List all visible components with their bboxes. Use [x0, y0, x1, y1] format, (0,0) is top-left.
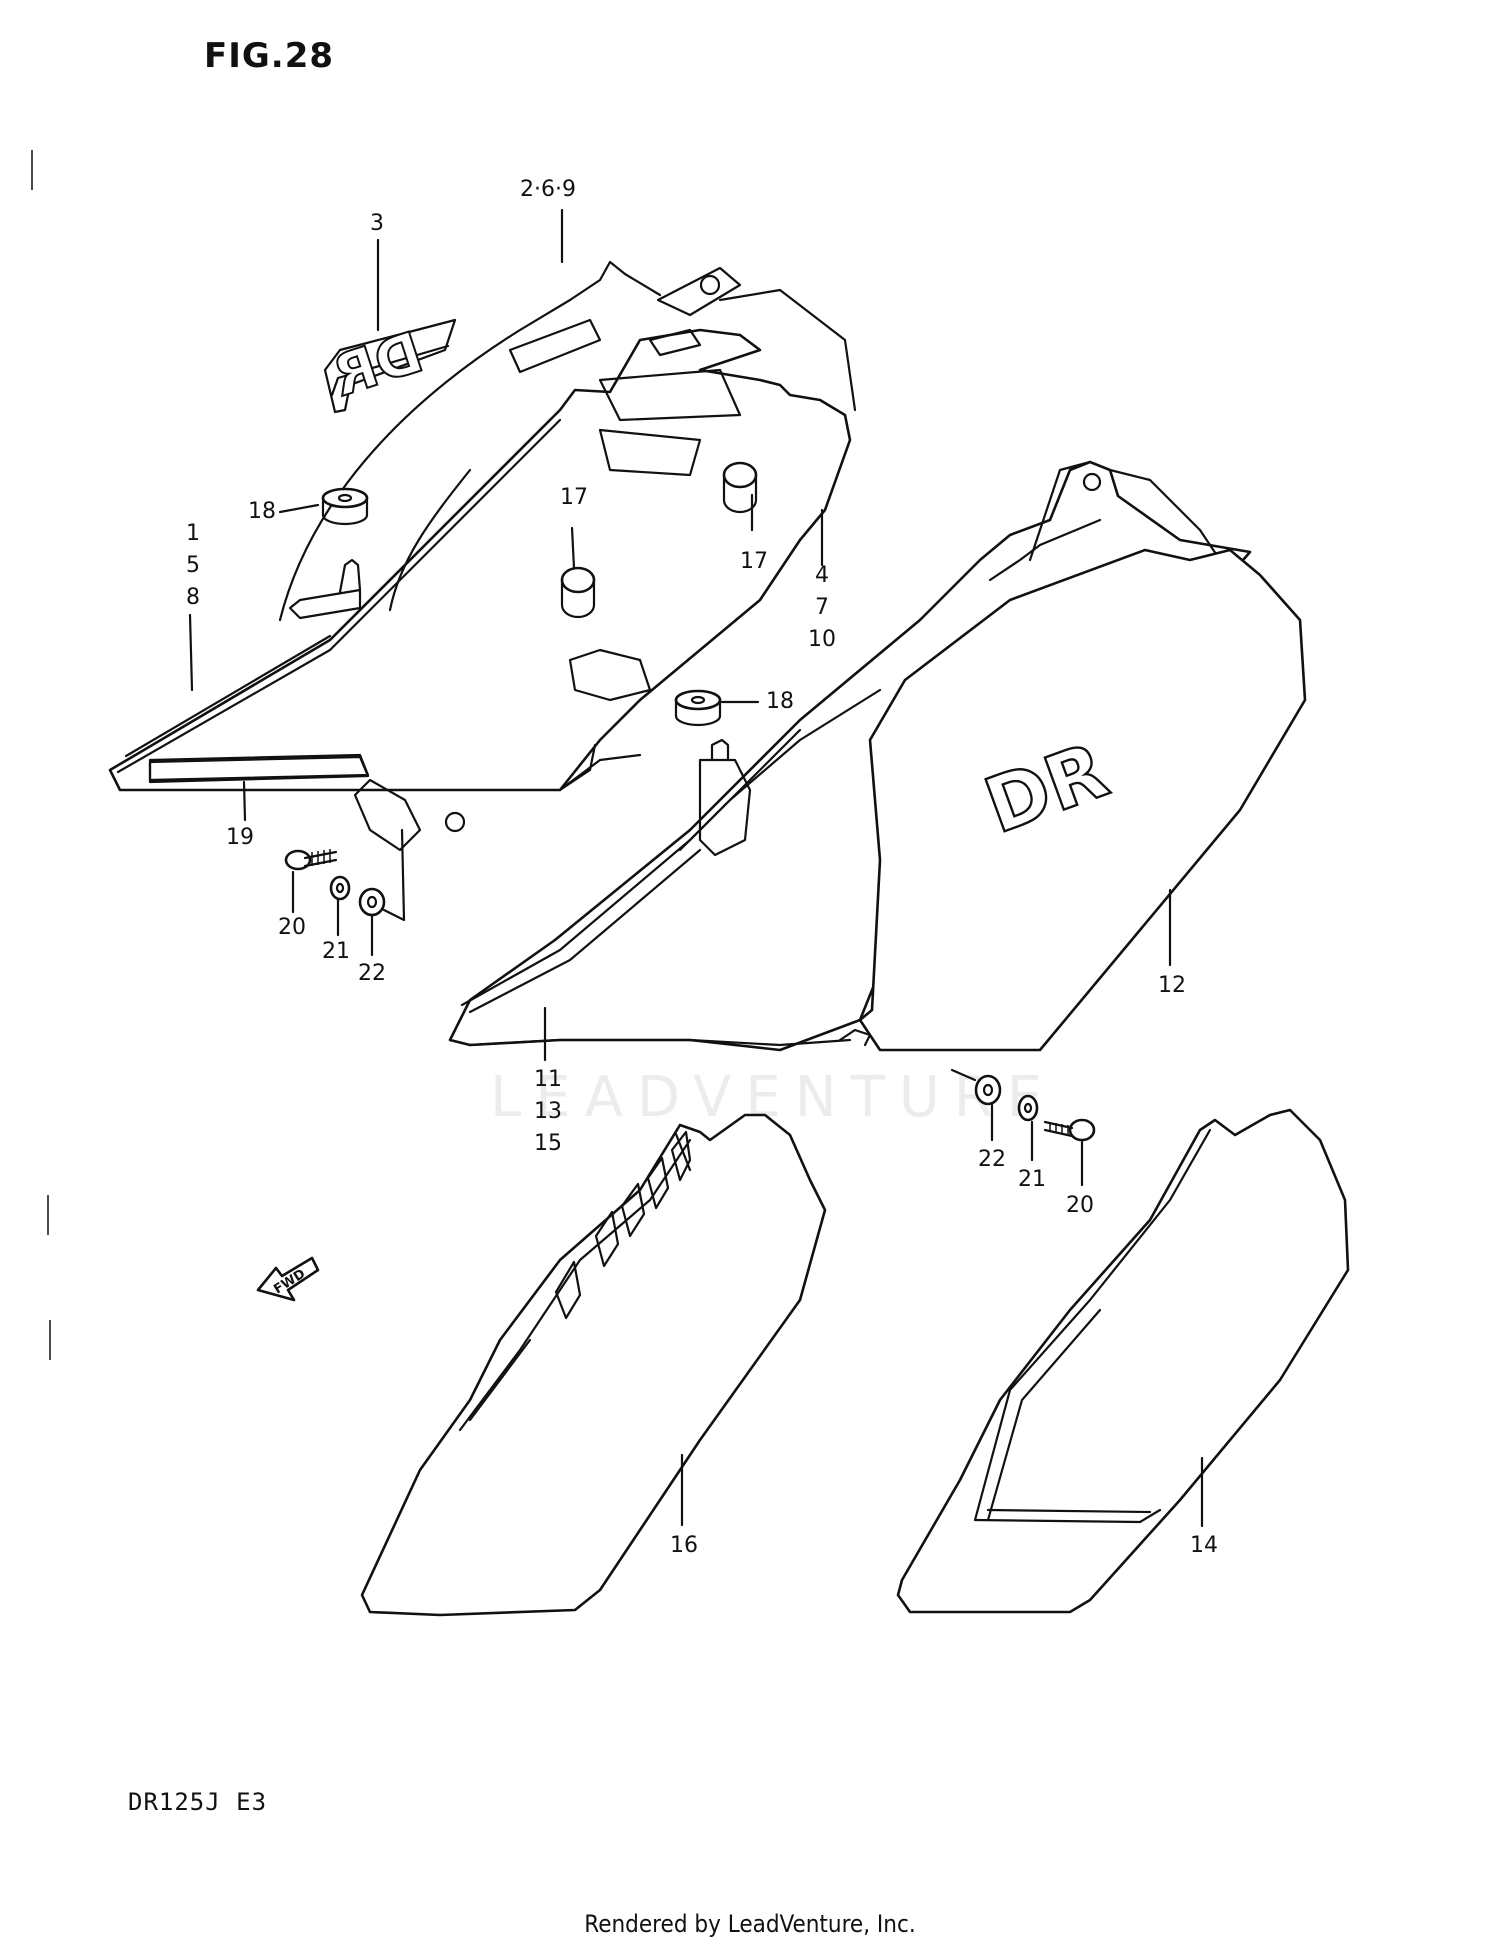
- frame-cover-left-part[interactable]: [108, 260, 857, 852]
- callout-1: 1: [186, 521, 200, 546]
- callout-22-left: 22: [358, 961, 386, 986]
- callout-17-right: 17: [740, 549, 768, 574]
- side-cover-part-14[interactable]: [896, 1108, 1350, 1614]
- callout-13: 13: [534, 1099, 562, 1124]
- leader-lines: [188, 208, 1204, 1528]
- footer-credit: Rendered by LeadVenture, Inc.: [584, 1910, 916, 1938]
- callout-labels: 2·6·9 3 1 5 8 18 17 17 4 7 10 18 19 20 2…: [186, 177, 1218, 1558]
- grommet-18-lower[interactable]: [674, 689, 722, 727]
- callout-10: 10: [808, 627, 836, 652]
- callout-3: 3: [370, 211, 384, 236]
- callout-20-right: 20: [1066, 1193, 1094, 1218]
- washer-22-right[interactable]: [974, 1074, 1002, 1106]
- callout-4: 4: [815, 563, 829, 588]
- washer-21-right[interactable]: [1017, 1094, 1039, 1122]
- fwd-arrow-icon: FWD: [256, 1256, 320, 1302]
- callout-19: 19: [226, 825, 254, 850]
- bolt-20-left[interactable]: [284, 849, 338, 871]
- callout-5: 5: [186, 553, 200, 578]
- decal-dr-part-3[interactable]: DR: [323, 318, 457, 414]
- callout-2-6-9: 2·6·9: [520, 177, 576, 202]
- margin-marks: [31, 150, 51, 1360]
- callout-21-right: 21: [1018, 1167, 1046, 1192]
- callout-18-upper: 18: [248, 499, 276, 524]
- callout-21-left: 21: [322, 939, 350, 964]
- washer-22-left[interactable]: [358, 887, 386, 917]
- washer-21-left[interactable]: [329, 875, 351, 901]
- grommet-17-left[interactable]: [560, 566, 596, 619]
- model-code: DR125J E3: [128, 1788, 268, 1816]
- callout-7: 7: [815, 595, 829, 620]
- callout-22-right: 22: [978, 1147, 1006, 1172]
- bolt-20-right[interactable]: [1043, 1118, 1096, 1142]
- callout-17-left: 17: [560, 485, 588, 510]
- grommet-18-upper[interactable]: [321, 487, 369, 526]
- side-decal-part-12[interactable]: DR: [858, 548, 1307, 1052]
- callout-11: 11: [534, 1067, 562, 1092]
- callout-18-lower: 18: [766, 689, 794, 714]
- callout-14: 14: [1190, 1533, 1218, 1558]
- reflector-part-19[interactable]: [148, 755, 370, 784]
- decal-3-text: DR: [325, 320, 430, 410]
- callout-12: 12: [1158, 973, 1186, 998]
- callout-15: 15: [534, 1131, 562, 1156]
- callout-16: 16: [670, 1533, 698, 1558]
- side-cover-part-16[interactable]: [360, 1113, 827, 1617]
- figure-number: FIG.28: [204, 36, 335, 76]
- callout-20-left: 20: [278, 915, 306, 940]
- grommet-17-right[interactable]: [722, 461, 758, 514]
- callout-8: 8: [186, 585, 200, 610]
